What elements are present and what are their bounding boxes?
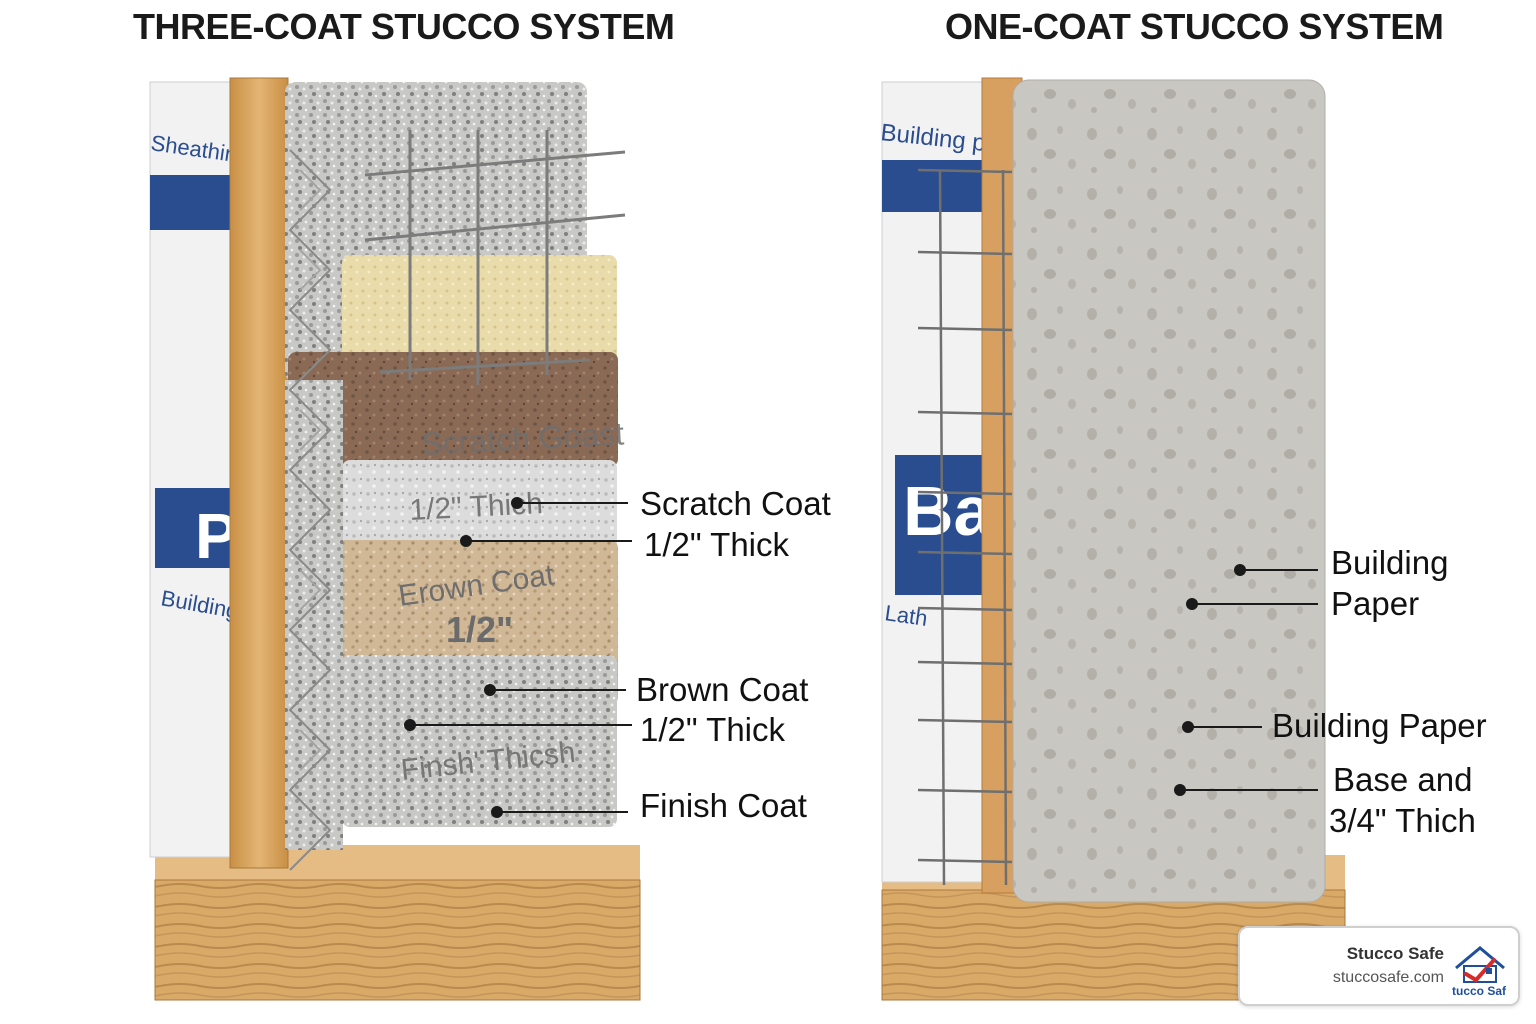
wire-lath-right bbox=[917, 168, 1013, 886]
wire-mesh-left bbox=[364, 130, 626, 385]
callout-lines-left bbox=[404, 497, 632, 818]
callout-paper: Paper bbox=[1331, 585, 1420, 622]
three-coat-title: THREE-COAT STUCCO SYSTEM bbox=[133, 6, 675, 47]
callout-building: Building bbox=[1331, 544, 1449, 581]
one-coat-block bbox=[1012, 79, 1326, 903]
one-coat-assembly: Building pap Ba Lath bbox=[879, 77, 1346, 1001]
callout-scratch-thickness: 1/2" Thick bbox=[644, 526, 790, 563]
callout-brown-thickness: 1/2" Thick bbox=[640, 711, 786, 748]
half-thick-printed: 1/2" Thich bbox=[409, 487, 544, 527]
callout-base-thickness: 3/4" Thich bbox=[1329, 802, 1476, 839]
callout-base-and: Base and bbox=[1333, 761, 1473, 798]
callout-building-paper: Building Paper bbox=[1272, 707, 1487, 744]
stucco-safe-badge[interactable]: Stucco Safe stuccosafe.com tucco Saf bbox=[1238, 926, 1520, 1006]
stucco-safe-logo-icon: tucco Saf bbox=[1452, 946, 1507, 998]
building-paper-right: Building pap Ba Lath bbox=[879, 81, 1014, 883]
one-coat-title: ONE-COAT STUCCO SYSTEM bbox=[945, 6, 1444, 47]
callout-lines-right bbox=[1174, 564, 1318, 796]
callout-scratch-coat: Scratch Coat bbox=[640, 485, 831, 522]
wood-base-left bbox=[154, 845, 641, 1001]
callout-brown-coat: Brown Coat bbox=[636, 671, 809, 708]
badge-url[interactable]: stuccosafe.com bbox=[1332, 969, 1444, 986]
lath-printed: Lath bbox=[883, 600, 929, 631]
brown-half-printed: 1/2" bbox=[446, 609, 513, 650]
scratch-coat-layer: Scratch Goast bbox=[288, 352, 625, 467]
aggregate-strip-left bbox=[285, 380, 343, 850]
wood-stud-left bbox=[229, 77, 289, 869]
metal-lath-zigzag bbox=[288, 149, 332, 871]
three-coat-assembly: Sheathing p P Building Scratch Goast 1/2… bbox=[149, 77, 641, 1001]
callout-finish-coat: Finish Coat bbox=[640, 787, 807, 824]
paper-big-word: Ba bbox=[903, 472, 994, 550]
finish-coat-layer: Finsh' Thicsh bbox=[342, 655, 617, 827]
badge-brand-name: Stucco Safe bbox=[1346, 944, 1444, 963]
logo-text: tucco Saf bbox=[1452, 984, 1507, 998]
